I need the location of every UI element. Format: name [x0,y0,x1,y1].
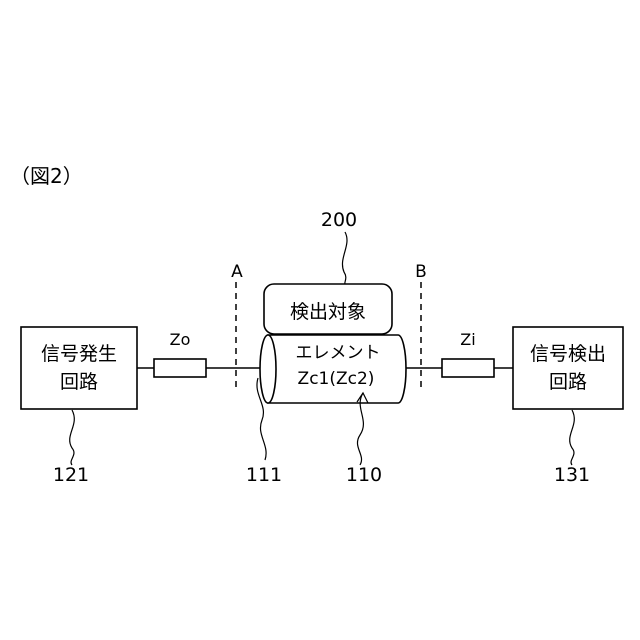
signal-generator-block [21,327,137,409]
zo-label: Zo [170,330,191,349]
element-cylinder-end [260,335,276,403]
zo-resistor [154,359,206,377]
leader-121 [70,410,75,465]
ref-200: 200 [321,209,357,231]
ref-110: 110 [346,464,382,486]
ref-121: 121 [53,464,89,486]
leader-200 [342,232,347,284]
ref-131: 131 [554,464,590,486]
zi-label: Zi [460,330,475,349]
figure-label: （図2） [10,164,83,188]
detection-target-label: 検出対象 [290,301,366,323]
boundary-a-label: A [231,262,243,282]
leader-131 [570,410,575,465]
boundary-b-label: B [415,262,427,282]
signal-detector-label-line1: 信号検出 [530,343,606,365]
signal-detector-label-line2: 回路 [549,371,587,393]
signal-generator-label-line1: 信号発生 [41,343,117,365]
ref-111: 111 [246,464,282,486]
signal-generator-label-line2: 回路 [60,371,98,393]
zi-resistor [442,359,494,377]
element-impedance-label: Zc1(Zc2) [298,369,375,389]
signal-detector-block [513,327,623,409]
element-label: エレメント [296,343,381,363]
